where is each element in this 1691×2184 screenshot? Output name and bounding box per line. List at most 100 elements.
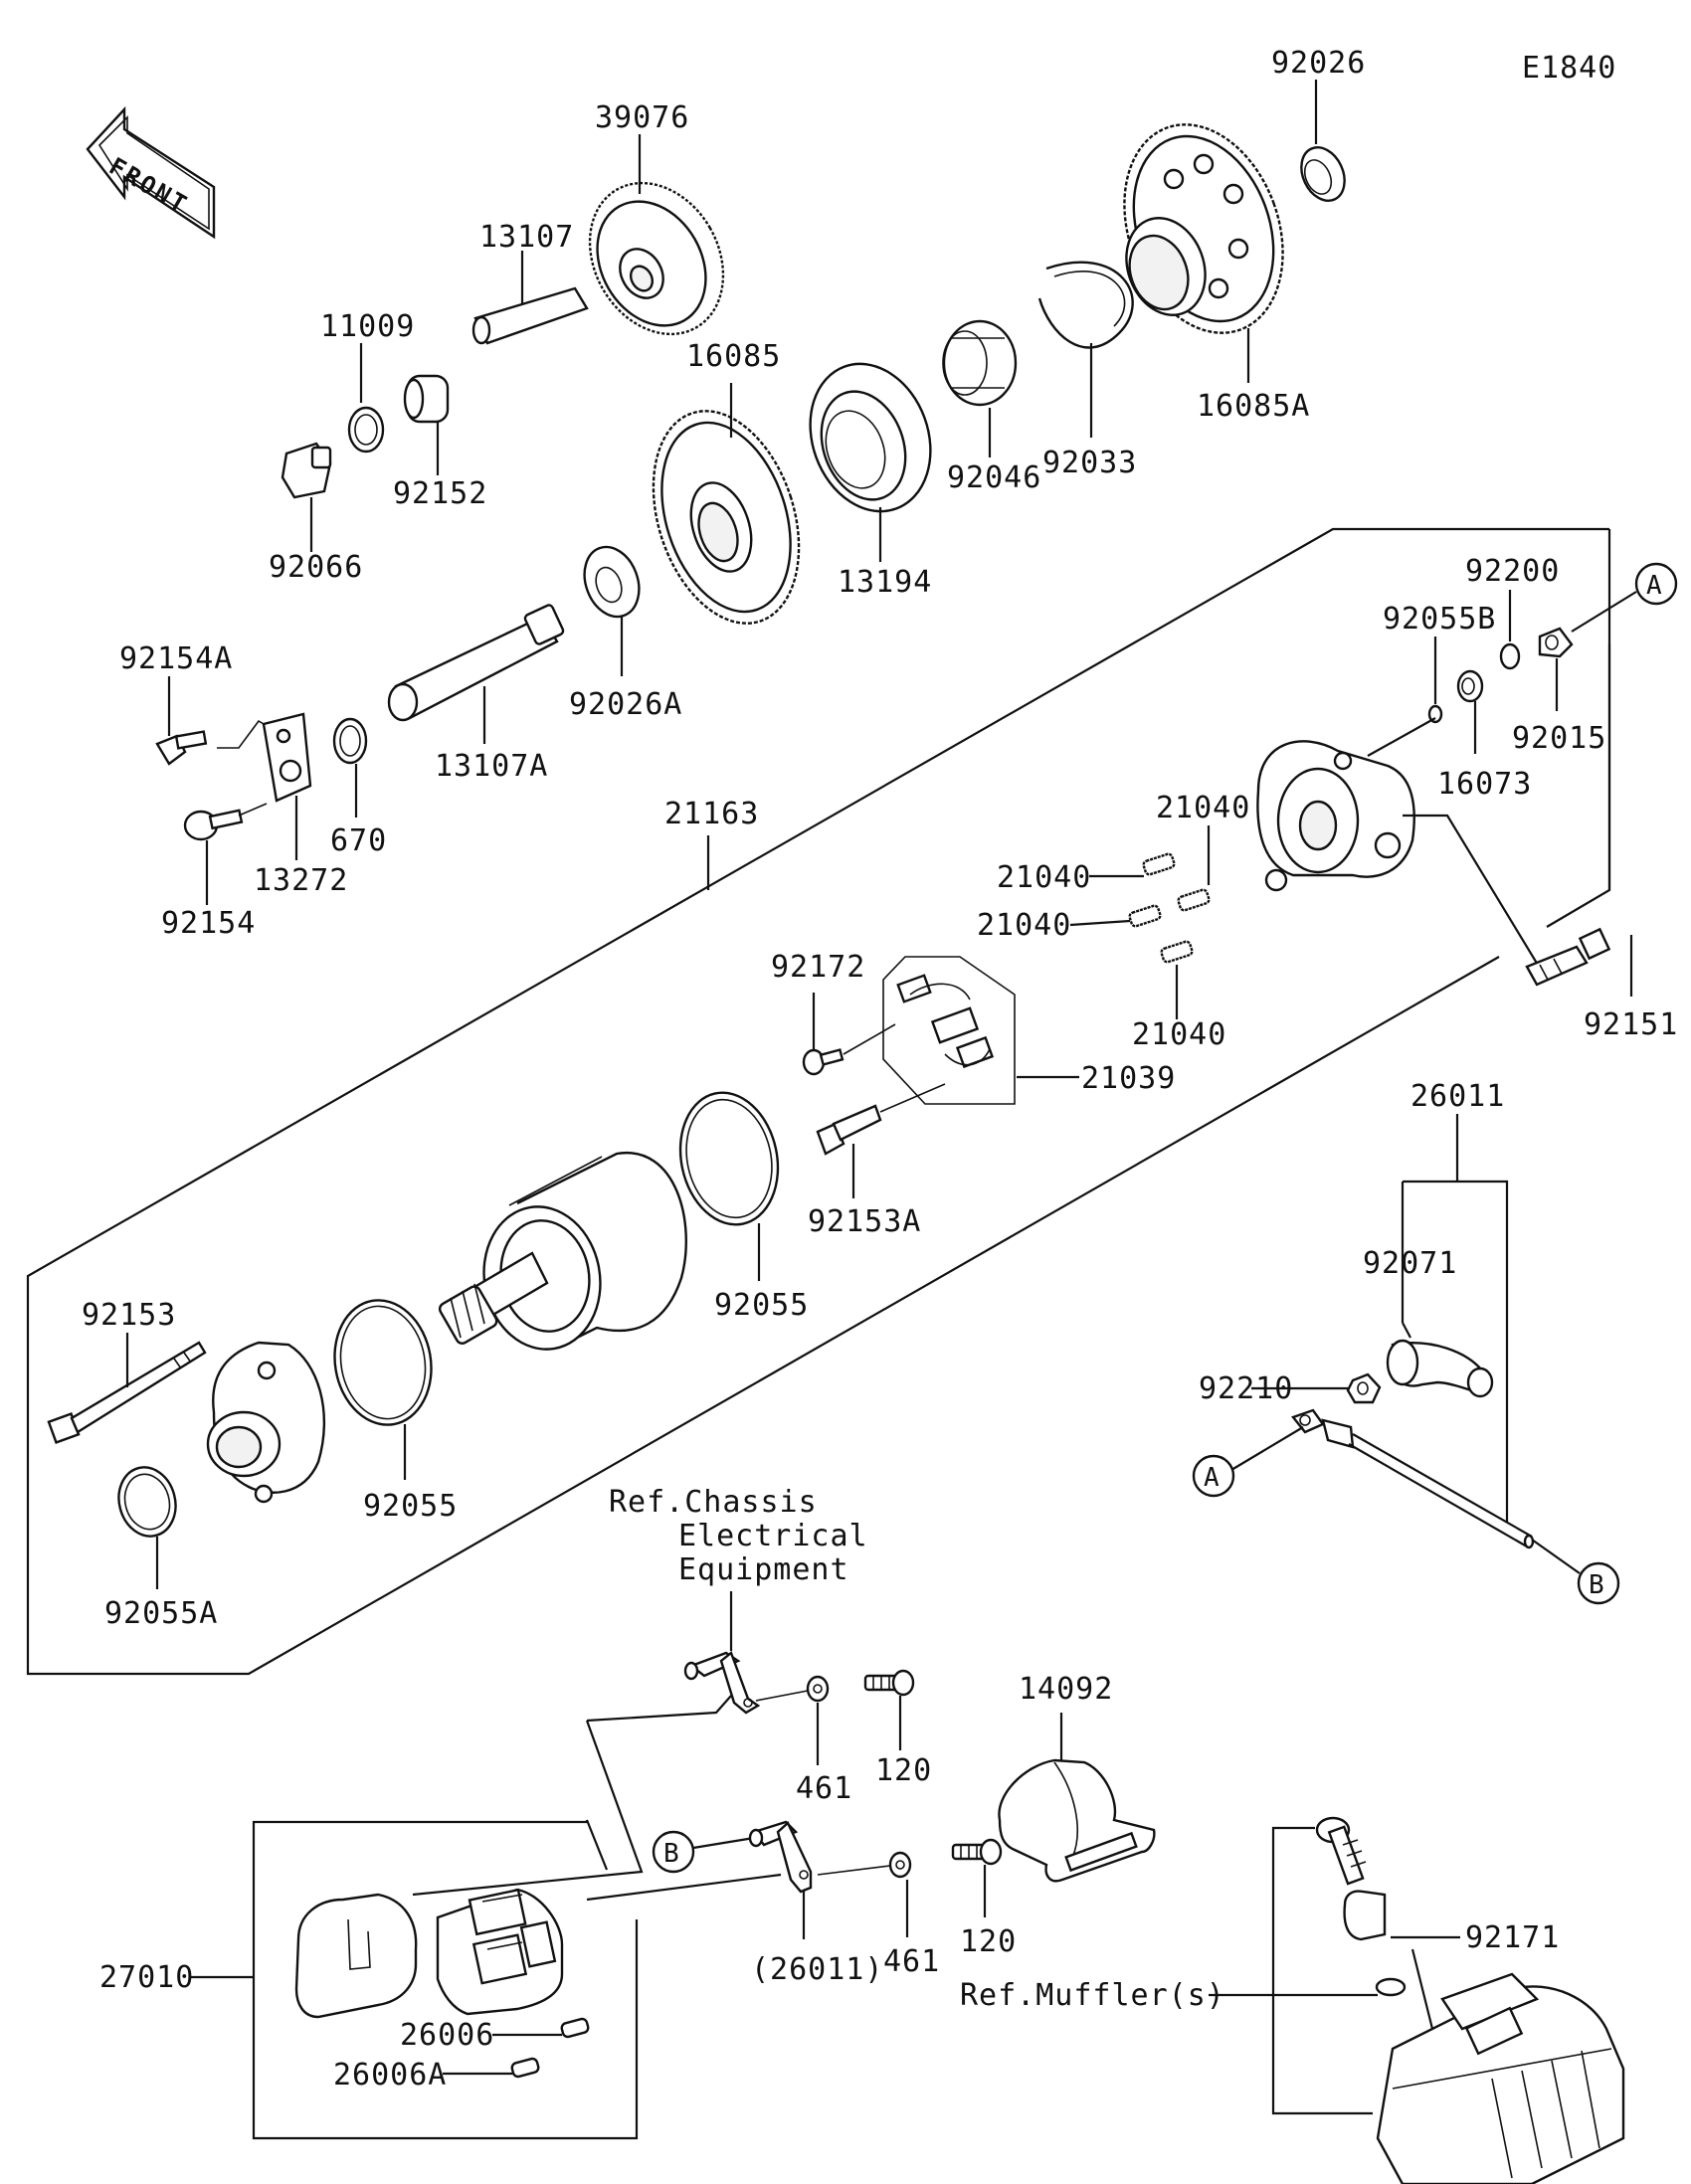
screw-120-lower-icon (951, 1838, 1003, 1866)
label-16073: 16073 (1437, 767, 1532, 802)
nut-92015-icon (1538, 627, 1574, 658)
label-26006: 26006 (400, 2018, 494, 2053)
oring-92055B-icon (1427, 704, 1443, 724)
relay-cover-icon (294, 1893, 418, 2019)
ref-muffler: Ref.Muffler(s) (960, 1978, 1225, 2013)
bolt-92151-icon (1525, 927, 1611, 987)
valve-actuator-icon (1376, 1972, 1625, 2184)
label-120-lower: 120 (960, 1924, 1017, 1959)
gear-16085A-icon (1123, 123, 1284, 334)
label-13272: 13272 (254, 863, 348, 898)
clutch-13194-icon (809, 362, 932, 513)
end-cover-icon (1256, 740, 1415, 892)
oring-92055A-icon (117, 1466, 177, 1538)
motor-yoke-icon (438, 1151, 687, 1351)
label-92154A: 92154A (119, 641, 233, 676)
shaft-13107-icon (471, 286, 589, 345)
label-21039: 21039 (1081, 1061, 1176, 1096)
label-92026A: 92026A (569, 687, 682, 722)
cover-14092-icon (998, 1758, 1156, 1883)
washer-92026-icon (1300, 146, 1346, 202)
front-cover-icon (206, 1341, 326, 1504)
oring-670-icon (332, 717, 368, 765)
washer-461-lower-icon (888, 1851, 912, 1879)
circlip-92033-icon (1037, 261, 1134, 349)
fuse-26006-icon (560, 2017, 590, 2039)
gear-16085-icon (652, 410, 801, 625)
label-92152: 92152 (393, 476, 487, 511)
label-92071: 92071 (1363, 1246, 1457, 1281)
callout-a-cable: A (1192, 1454, 1235, 1498)
bolt-92154A-icon (155, 730, 208, 766)
label-21163: 21163 (664, 797, 759, 831)
starter-cable-icon (1291, 1408, 1535, 1549)
callout-b-lower: B (652, 1830, 695, 1874)
plug-92066-icon (281, 442, 332, 499)
ring-11009-icon (347, 406, 385, 454)
bushing-16073-icon (1456, 669, 1484, 703)
screw-92172-icon (802, 1048, 845, 1076)
terminal-lead-top-icon (683, 1651, 761, 1715)
label-92026: 92026 (1271, 46, 1366, 81)
label-670: 670 (330, 823, 387, 858)
label-92200: 92200 (1465, 554, 1560, 589)
label-21040-c: 21040 (1156, 791, 1250, 825)
plate-13272-icon (262, 712, 312, 803)
screw-92171-icon (1315, 1816, 1367, 1886)
diagram-code: E1840 (1522, 51, 1616, 86)
terminal-lead-lower-icon (748, 1820, 813, 1894)
starter-relay-27010-icon (436, 1888, 564, 2016)
clamp-92171-icon (1343, 1890, 1387, 1941)
brush-holder-21039-icon (882, 956, 1016, 1105)
washer-92026A-icon (583, 545, 641, 619)
bracket-muffler (1271, 1826, 1373, 2115)
label-13194: 13194 (838, 565, 932, 600)
label-92033: 92033 (1042, 446, 1137, 480)
label-92210: 92210 (1199, 1371, 1293, 1406)
label-92055-right: 92055 (714, 1288, 809, 1323)
label-13107A: 13107A (435, 749, 548, 784)
front-arrow-icon: FRONT (86, 105, 216, 240)
ref-chassis-line1: Ref.Chassis (609, 1485, 818, 1520)
label-92153A: 92153A (808, 1204, 921, 1239)
svg-text:B: B (663, 1839, 679, 1869)
label-21040-d: 21040 (1132, 1017, 1226, 1052)
bolt-92153-icon (47, 1341, 207, 1444)
label-461-lower: 461 (883, 1944, 940, 1979)
bracket-21163-frame (26, 527, 1609, 1676)
spring-21040-icon (1128, 852, 1211, 964)
bearing-92046-icon (942, 319, 1018, 407)
bolt-92153A-icon (816, 1104, 882, 1156)
washer-92200-icon (1499, 642, 1521, 670)
ref-chassis-line2: Electrical (678, 1519, 868, 1553)
ref-chassis-line3: Equipment (678, 1552, 849, 1587)
label-21040-a: 21040 (997, 860, 1091, 895)
label-26011-paren: (26011) (751, 1952, 883, 1987)
label-92066: 92066 (269, 550, 363, 585)
fuse-26006A-icon (510, 2057, 540, 2079)
label-92153: 92153 (82, 1298, 176, 1333)
label-26011: 26011 (1410, 1079, 1505, 1114)
label-21040-b: 21040 (977, 908, 1071, 943)
washer-461-top-icon (806, 1675, 830, 1703)
collar-92152-icon (403, 374, 450, 424)
label-92055A: 92055A (104, 1596, 218, 1631)
label-11009: 11009 (320, 309, 415, 344)
gear-39076-icon (588, 181, 725, 336)
svg-text:A: A (1204, 1463, 1220, 1493)
boot-92071-icon (1386, 1339, 1494, 1398)
label-92055B: 92055B (1383, 602, 1496, 637)
label-26006A: 26006A (333, 2058, 447, 2093)
oring-92055-left-icon (333, 1299, 433, 1426)
callout-a-top: A (1634, 562, 1678, 606)
callout-b-cable: B (1577, 1561, 1620, 1605)
label-461-top: 461 (796, 1771, 852, 1806)
label-92046: 92046 (947, 460, 1041, 495)
svg-text:B: B (1589, 1570, 1604, 1600)
oring-92055-right-icon (678, 1091, 780, 1226)
label-16085A: 16085A (1197, 389, 1310, 424)
label-92015: 92015 (1512, 721, 1606, 756)
label-27010: 27010 (99, 1960, 194, 1995)
label-92171: 92171 (1465, 1920, 1560, 1955)
